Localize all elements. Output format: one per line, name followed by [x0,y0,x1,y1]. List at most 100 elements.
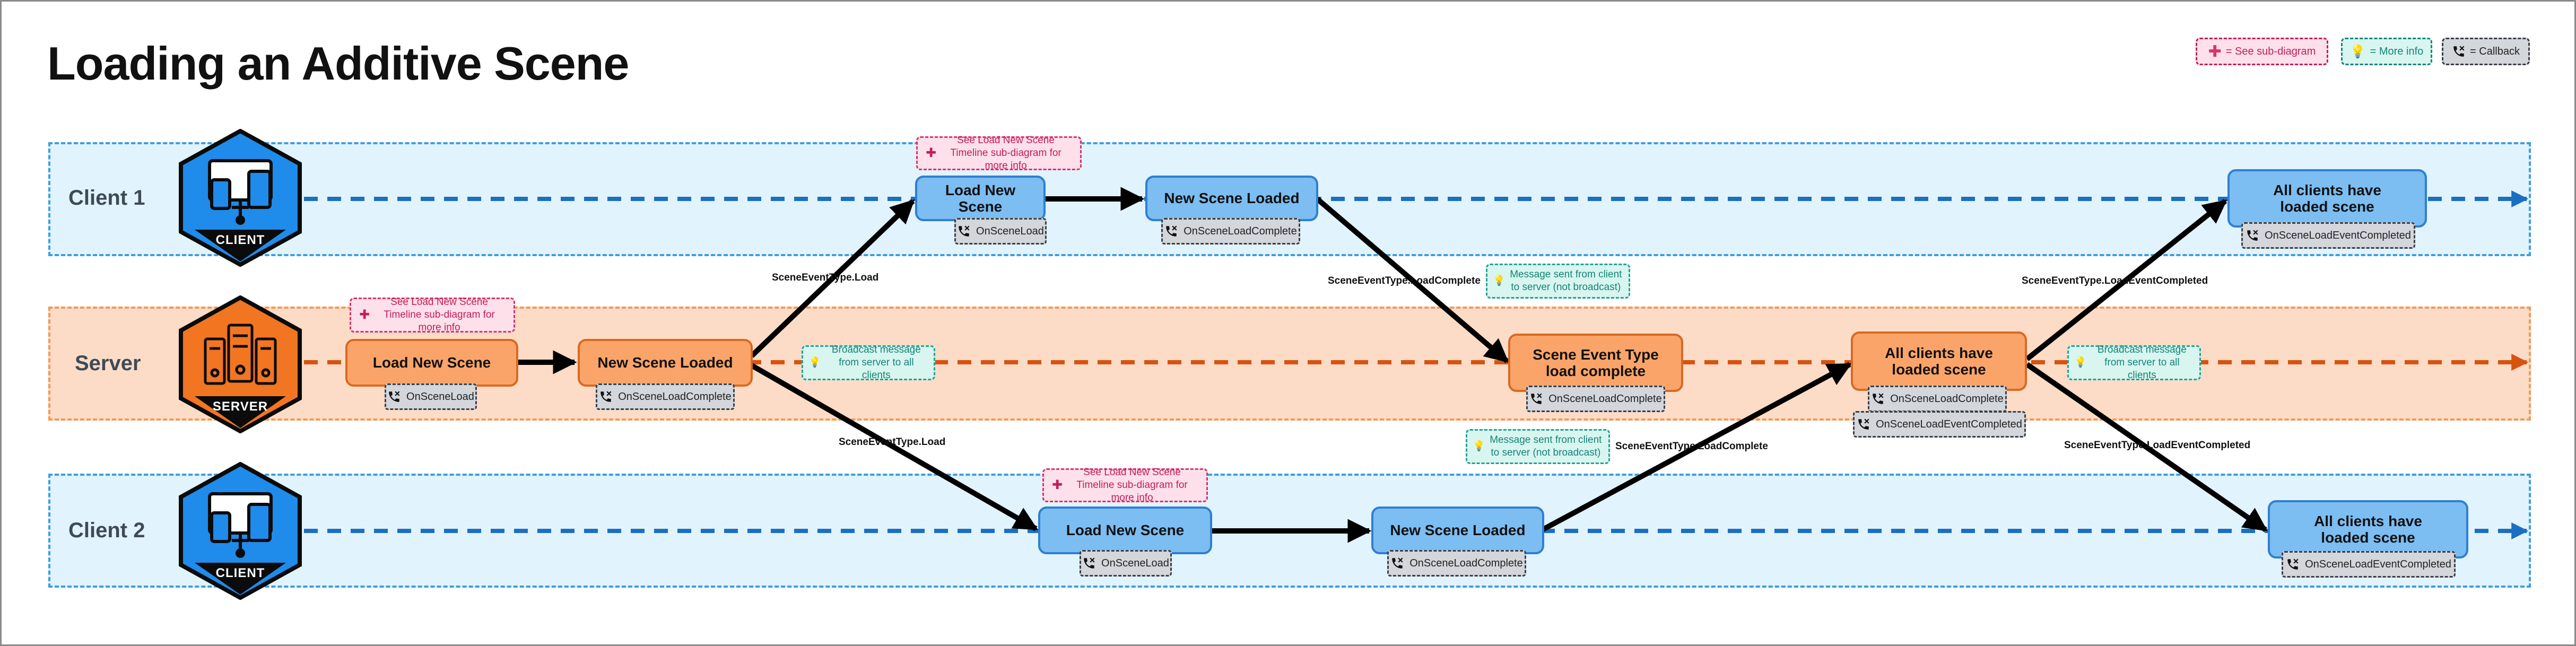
node-label: Load New Scene [945,181,1016,215]
phone-callback-icon [1166,225,1177,237]
callback-server-type-onsceneloadcomplete: OnSceneLoadComplete [1526,386,1665,412]
callback-label: OnSceneLoad [976,225,1044,237]
callback-client-2-onsceneloadeventcompleted: OnSceneLoadEventCompleted [2282,551,2456,578]
callback-label: OnSceneLoadComplete [1890,392,2004,405]
edge-label-load-to-client-1: SceneEventType.Load [772,272,879,283]
lightbulb-icon: 💡 [1473,441,1485,452]
callback-label: OnSceneLoadComplete [618,390,732,403]
callback-client-2-onsceneloadcomplete: OnSceneLoadComplete [1387,550,1526,577]
legend-sub-diagram-label: = See sub-diagram [2225,45,2316,57]
phone-callback-icon [601,391,612,402]
edge-label-event-completed-client-2: SceneEventType.LoadEventCompleted [2064,440,2251,451]
legend-more-info: 💡 = More info [2341,38,2432,65]
client-2-badge: CLIENT [179,462,302,600]
note-client-2-sub-diagram: ✚ See Load New Scene Timeline sub-diagra… [1042,467,1208,503]
lightbulb-icon: 💡 [1493,275,1505,287]
node-label: New Scene Loaded [1390,522,1526,539]
edge-label-event-completed-client-1: SceneEventType.LoadEventCompleted [2022,275,2208,286]
callback-label: OnSceneLoadComplete [1183,225,1297,237]
node-server-new-scene-loaded: New Scene Loaded [578,339,753,387]
node-label: New Scene Loaded [1164,190,1300,207]
arrow-c1-loaded-to-server [1315,197,1509,363]
phone-callback-icon [1531,393,1542,404]
node-label: Load New Scene [372,354,491,371]
arrow-c2-loaded-to-server [1542,362,1852,532]
note-text: Message sent from client to server (not … [1510,269,1622,293]
edge-label-client-1-complete: SceneEventType.LoadComplete [1328,275,1481,286]
lightbulb-icon: 💡 [2349,44,2366,59]
arrow-server-to-c1-load [750,199,915,358]
client-device-icon [208,159,273,225]
page-title: Loading an Additive Scene [47,37,629,90]
callback-label: OnSceneLoadEventCompleted [2265,229,2411,241]
note-client-2-to-server: 💡 Message sent from client to server (no… [1466,429,1610,464]
arrow-server-all-to-c2 [2025,362,2268,532]
node-client-1-load-new-scene: Load New Scene [915,176,1046,221]
lane-label-server: Server [75,352,141,375]
callback-label: OnSceneLoadEventCompleted [1876,418,2022,430]
phone-callback-icon [2247,230,2258,241]
lightbulb-icon: 💡 [808,357,821,369]
server-badge-caption: SERVER [212,399,268,414]
node-label: All clients have loaded scene [1885,344,1993,378]
phone-callback-icon [959,225,970,237]
callback-server-all-onsceneloadcomplete: OnSceneLoadComplete [1868,386,2007,412]
node-label: Scene Event Type load complete [1533,346,1659,379]
note-server-sub-diagram: ✚ See Load New Scene Timeline sub-diagra… [350,296,515,333]
edge-label-load-to-client-2: SceneEventType.Load [839,437,946,448]
note-text: See Load New Scene Timeline sub-diagram … [1076,467,1188,503]
plus-icon: ✚ [1051,478,1063,492]
lightbulb-icon: 💡 [2074,357,2087,369]
legend-more-info-label: = More info [2370,45,2424,57]
phone-callback-icon [1392,557,1403,569]
callback-client-2-onsceneload: OnSceneLoad [1080,550,1172,577]
callback-server-onsceneloadcomplete: OnSceneLoadComplete [596,383,735,410]
note-text: See Load New Scene Timeline sub-diagram … [384,296,495,333]
note-broadcast-1: 💡 Broadcast message from server to all c… [802,344,935,381]
note-client-1-to-server: 💡 Message sent from client to server (no… [1486,264,1630,299]
node-server-load-new-scene: Load New Scene [345,339,518,387]
lane-label-client-1: Client 1 [68,186,145,209]
callback-client-1-onsceneload: OnSceneLoad [954,218,1047,245]
client-1-badge-caption: CLIENT [215,233,265,247]
plus-icon: ✚ [925,146,937,160]
phone-callback-icon [2453,46,2465,57]
legend-sub-diagram: ✚ = See sub-diagram [2196,38,2328,65]
phone-callback-icon [389,391,400,402]
node-label: New Scene Loaded [597,354,733,371]
phone-callback-icon [1873,393,1884,404]
note-text: Broadcast message from server to all cli… [2097,344,2187,381]
arrow-server-to-c2-load [750,363,1038,531]
note-text: Broadcast message from server to all cli… [831,344,921,381]
legend-callback: = Callback [2442,38,2530,65]
node-label: All clients have loaded scene [2273,181,2381,215]
server-rack-icon [204,324,277,385]
client-device-icon [208,492,273,558]
callback-label: OnSceneLoadComplete [1409,557,1523,569]
node-server-scene-event-type-load-complete: Scene Event Type load complete [1508,334,1683,392]
note-client-1-sub-diagram: ✚ See Load New Scene Timeline sub-diagra… [916,135,1082,171]
node-label: Load New Scene [1066,522,1185,539]
lane-label-client-2: Client 2 [68,519,145,542]
node-server-all-clients-loaded: All clients have loaded scene [1851,331,2027,391]
arrow-server-all-to-c1 [2025,199,2227,361]
plus-icon: ✚ [2208,42,2222,60]
note-text: See Load New Scene Timeline sub-diagram … [950,135,1061,171]
phone-callback-icon [1858,418,1869,430]
callback-server-onsceneload: OnSceneLoad [385,383,477,410]
callback-label: OnSceneLoad [1101,557,1169,569]
node-client-1-new-scene-loaded: New Scene Loaded [1145,176,1318,221]
edge-label-client-2-complete: SceneEventType.LoadComplete [1615,441,1768,452]
plus-icon: ✚ [359,308,370,322]
callback-label: OnSceneLoadEventCompleted [2305,558,2451,570]
node-label: All clients have loaded scene [2314,512,2422,546]
callback-client-1-onsceneloadeventcompleted: OnSceneLoadEventCompleted [2241,222,2415,249]
phone-callback-icon [1084,557,1095,569]
node-client-2-new-scene-loaded: New Scene Loaded [1371,507,1544,554]
callback-label: OnSceneLoad [406,390,474,403]
phone-callback-icon [2287,558,2299,570]
note-text: Message sent from client to server (not … [1490,434,1602,458]
callback-client-1-onsceneloadcomplete: OnSceneLoadComplete [1161,218,1300,245]
node-client-2-load-new-scene: Load New Scene [1038,507,1212,554]
